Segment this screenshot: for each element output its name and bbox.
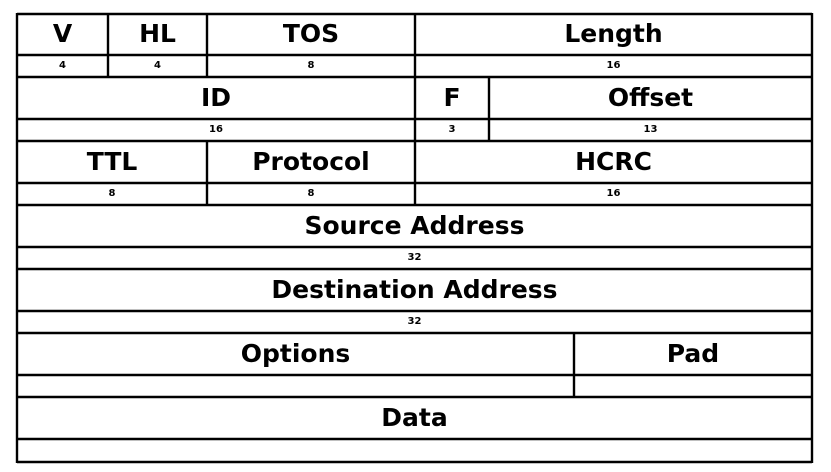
field-length: Length 16 [415,13,812,77]
field-bit-width: 16 [606,60,621,71]
field-tos: TOS 8 [207,13,415,77]
header-row-1: V 4 HL 4 TOS 8 Length 16 [17,13,812,77]
field-label: TOS [282,19,340,48]
field-label: HL [139,19,176,48]
header-row-2: ID 16 F 3 Offset 13 [17,77,812,141]
field-bit-width: 4 [59,60,66,71]
field-bit-width: 13 [643,124,658,135]
field-bit-width: 16 [209,124,223,135]
field-label: TTL [86,147,138,176]
field-bit-width: 3 [448,124,456,135]
field-version: V 4 [17,13,108,77]
field-data: Data [17,397,812,461]
field-bit-width: 32 [407,316,422,327]
field-label: V [52,19,73,48]
header-row-6: Options Pad [17,333,812,397]
field-id: ID 16 [17,77,415,141]
field-bit-width [17,439,812,461]
field-label: Length [564,19,663,48]
field-label: Source Address [304,211,525,240]
field-protocol: Protocol 8 [207,141,415,205]
field-bit-width [17,375,574,397]
field-label: F [443,83,461,112]
field-bit-width [574,375,812,397]
header-row-7: Data [17,397,812,461]
field-bit-width: 8 [307,188,315,199]
field-source-address: Source Address 32 [17,205,812,269]
field-label: Destination Address [271,275,558,304]
field-bit-width: 8 [307,60,315,71]
field-label: ID [200,83,232,112]
field-header-length: HL 4 [108,13,207,77]
header-row-3: TTL 8 Protocol 8 HCRC 16 [17,141,812,205]
field-options: Options [17,333,574,397]
header-row-4: Source Address 32 [17,205,812,269]
field-label: Data [381,403,448,432]
field-bit-width: 4 [154,60,161,71]
field-bit-width: 32 [407,252,422,263]
field-bit-width: 8 [108,188,116,199]
field-destination-address: Destination Address 32 [17,269,812,333]
field-label: Pad [666,339,720,368]
field-label: Options [240,339,351,368]
field-label: Offset [607,83,694,112]
field-flags: F 3 [415,77,489,141]
field-hcrc: HCRC 16 [415,141,812,205]
field-pad: Pad [574,333,812,397]
field-label: HCRC [575,147,652,176]
field-label: Protocol [252,147,370,176]
field-ttl: TTL 8 [17,141,207,205]
field-bit-width: 16 [606,188,621,199]
packet-header-diagram: V 4 HL 4 TOS 8 Length 16 ID 16 F 3 Offse… [17,13,812,463]
header-row-5: Destination Address 32 [17,269,812,333]
field-offset: Offset 13 [489,77,812,141]
